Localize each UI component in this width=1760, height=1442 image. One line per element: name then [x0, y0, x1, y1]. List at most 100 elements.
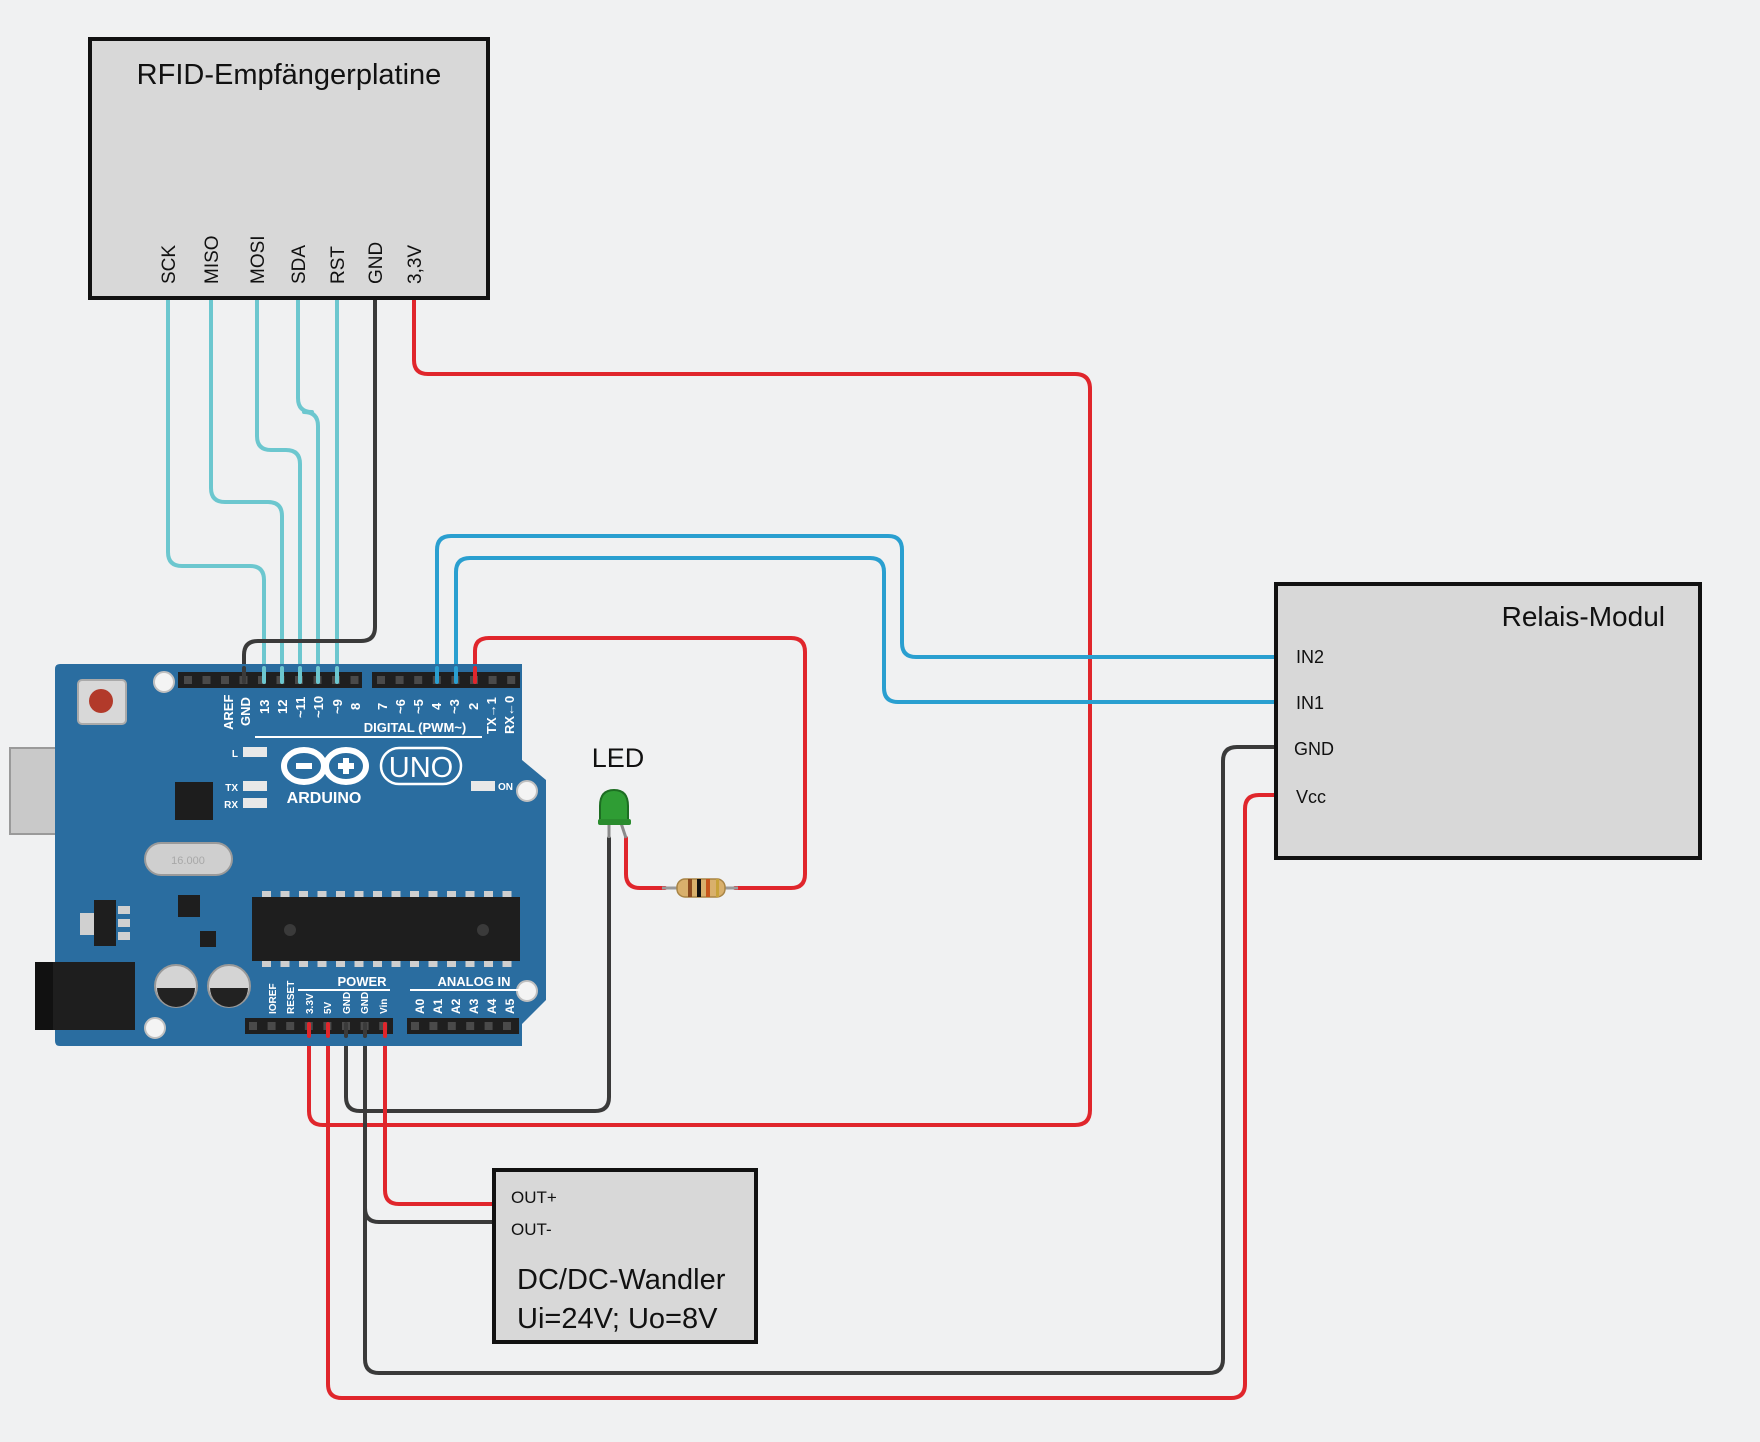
pin-label-2: 2 — [466, 703, 481, 710]
regulator-tab — [80, 913, 94, 935]
wire-relay-vcc — [326, 793, 1277, 1400]
relay-pin-in2: IN2 — [1296, 647, 1324, 667]
chip-pin — [280, 891, 290, 897]
resistor-band-1 — [688, 879, 692, 897]
header-pin-hole — [429, 1022, 438, 1030]
arduino-model: UNO — [389, 752, 453, 784]
chip-pin — [299, 961, 308, 967]
header-pin-hole — [507, 676, 516, 684]
dcdc-title-line1: DC/DC-Wandler — [517, 1264, 726, 1296]
pin-label-vin: Vin — [379, 999, 390, 1014]
chip-pin — [447, 961, 456, 967]
chip-pin — [354, 891, 364, 897]
chip-pin — [502, 891, 512, 897]
mounting-hole — [144, 1017, 166, 1039]
dcdc-module: OUT+ OUT- DC/DC-Wandler Ui=24V; Uo=8V — [492, 1168, 758, 1344]
mounting-hole — [153, 671, 175, 693]
pin-label-8: 8 — [348, 703, 363, 710]
resistor — [662, 878, 738, 898]
chip-pin — [410, 961, 419, 967]
resistor-band-3 — [706, 879, 710, 897]
reset-button-cap — [89, 689, 113, 713]
chip-pin — [391, 961, 401, 967]
small-ic — [178, 895, 200, 917]
pin-label-5v: 5V — [323, 1001, 334, 1014]
rfid-pin-gnd: GND — [366, 242, 387, 284]
header-pin-hole — [202, 676, 211, 684]
led-on-label: ON — [498, 782, 513, 793]
power-jack-edge — [35, 962, 53, 1030]
chip-notch — [284, 924, 296, 936]
chip-pin — [373, 891, 382, 897]
pin-label-gnd-2: GND — [360, 992, 371, 1014]
header-pin-hole — [350, 676, 359, 684]
header-pin-hole — [411, 1022, 419, 1030]
atmega-pins — [262, 891, 512, 967]
header-pin-hole — [267, 1022, 276, 1030]
voltage-regulator — [94, 900, 116, 946]
regulator-pin — [118, 932, 130, 940]
relay-pin-labels: IN2 IN1 GND Vcc — [1294, 647, 1334, 807]
rfid-pin-sck: SCK — [159, 245, 180, 284]
wire-rfid-gnd — [242, 298, 377, 682]
pin-label-a4: A4 — [485, 998, 499, 1014]
header-pin-hole — [447, 1022, 456, 1030]
wire-endpoints — [242, 666, 477, 1038]
pin-label-7: 7 — [375, 703, 390, 710]
power-label: POWER — [337, 974, 387, 989]
dcdc-pin-out-plus: OUT+ — [511, 1188, 557, 1207]
led-rx-label: RX — [224, 800, 238, 811]
header-analog — [407, 1018, 519, 1034]
chip-pin — [373, 961, 382, 967]
wire-relay-in2 — [435, 534, 1277, 682]
led-l — [243, 747, 267, 757]
chip-pin — [280, 961, 290, 967]
wire-sda — [296, 298, 320, 682]
rfid-box — [88, 37, 490, 300]
led-label: LED — [592, 743, 645, 773]
chip-pin — [502, 961, 512, 967]
pin-label-3v3: 3.3V — [305, 993, 316, 1014]
relay-pin-vcc: Vcc — [1296, 787, 1326, 807]
relay-module: Relais-Modul IN2 IN1 GND Vcc — [1274, 582, 1702, 860]
header-power — [245, 1018, 393, 1034]
pin-label-a0: A0 — [413, 998, 427, 1014]
dcdc-pin-out-minus: OUT- — [511, 1220, 552, 1239]
pin-label-a3: A3 — [467, 998, 481, 1014]
pin-label-a5: A5 — [503, 998, 517, 1014]
header-pin-hole — [221, 676, 229, 684]
chip-pin — [465, 891, 475, 897]
pin-label-gnd-1: GND — [342, 992, 353, 1014]
wire-sck — [166, 298, 266, 682]
header-pin-hole — [377, 676, 385, 684]
header-pin-hole — [466, 1022, 475, 1030]
dcdc-box — [492, 1168, 758, 1344]
pin-label-a1: A1 — [431, 998, 445, 1014]
header-pin-hole — [414, 676, 423, 684]
rfid-pin-labels: SCK MISO MOSI SDA RST GND 3,3V — [159, 235, 426, 284]
led-l-label: L — [232, 749, 238, 760]
relay-pin-gnd: GND — [1294, 739, 1334, 759]
led-tx-label: TX — [225, 783, 238, 794]
top-pin-labels: AREF GND 13 12 ~11 ~10 ~9 8 7 ~6 ~5 4 ~3… — [221, 695, 517, 734]
pin-label-aref: AREF — [221, 695, 236, 730]
header-pin-hole — [184, 676, 192, 684]
rfid-module: RFID-Empfängerplatine SCK MISO MOSI SDA … — [88, 37, 490, 300]
wire-mosi — [255, 298, 302, 682]
rfid-pin-sda: SDA — [289, 245, 310, 284]
relay-title: Relais-Modul — [1502, 601, 1665, 632]
chip-pin — [428, 961, 438, 967]
regulator-pin — [118, 919, 130, 927]
wire-miso — [209, 298, 284, 682]
usb-chip — [175, 782, 213, 820]
pin-label-12: 12 — [275, 700, 290, 714]
header-pin-hole — [484, 1022, 493, 1030]
led-on — [471, 781, 495, 791]
regulator-pin — [118, 906, 130, 914]
rfid-pin-rst: RST — [328, 246, 349, 284]
analog-label: ANALOG IN — [438, 974, 511, 989]
chip-pin — [317, 961, 327, 967]
chip-pin — [262, 891, 271, 897]
pin-label-6: ~6 — [393, 699, 408, 714]
